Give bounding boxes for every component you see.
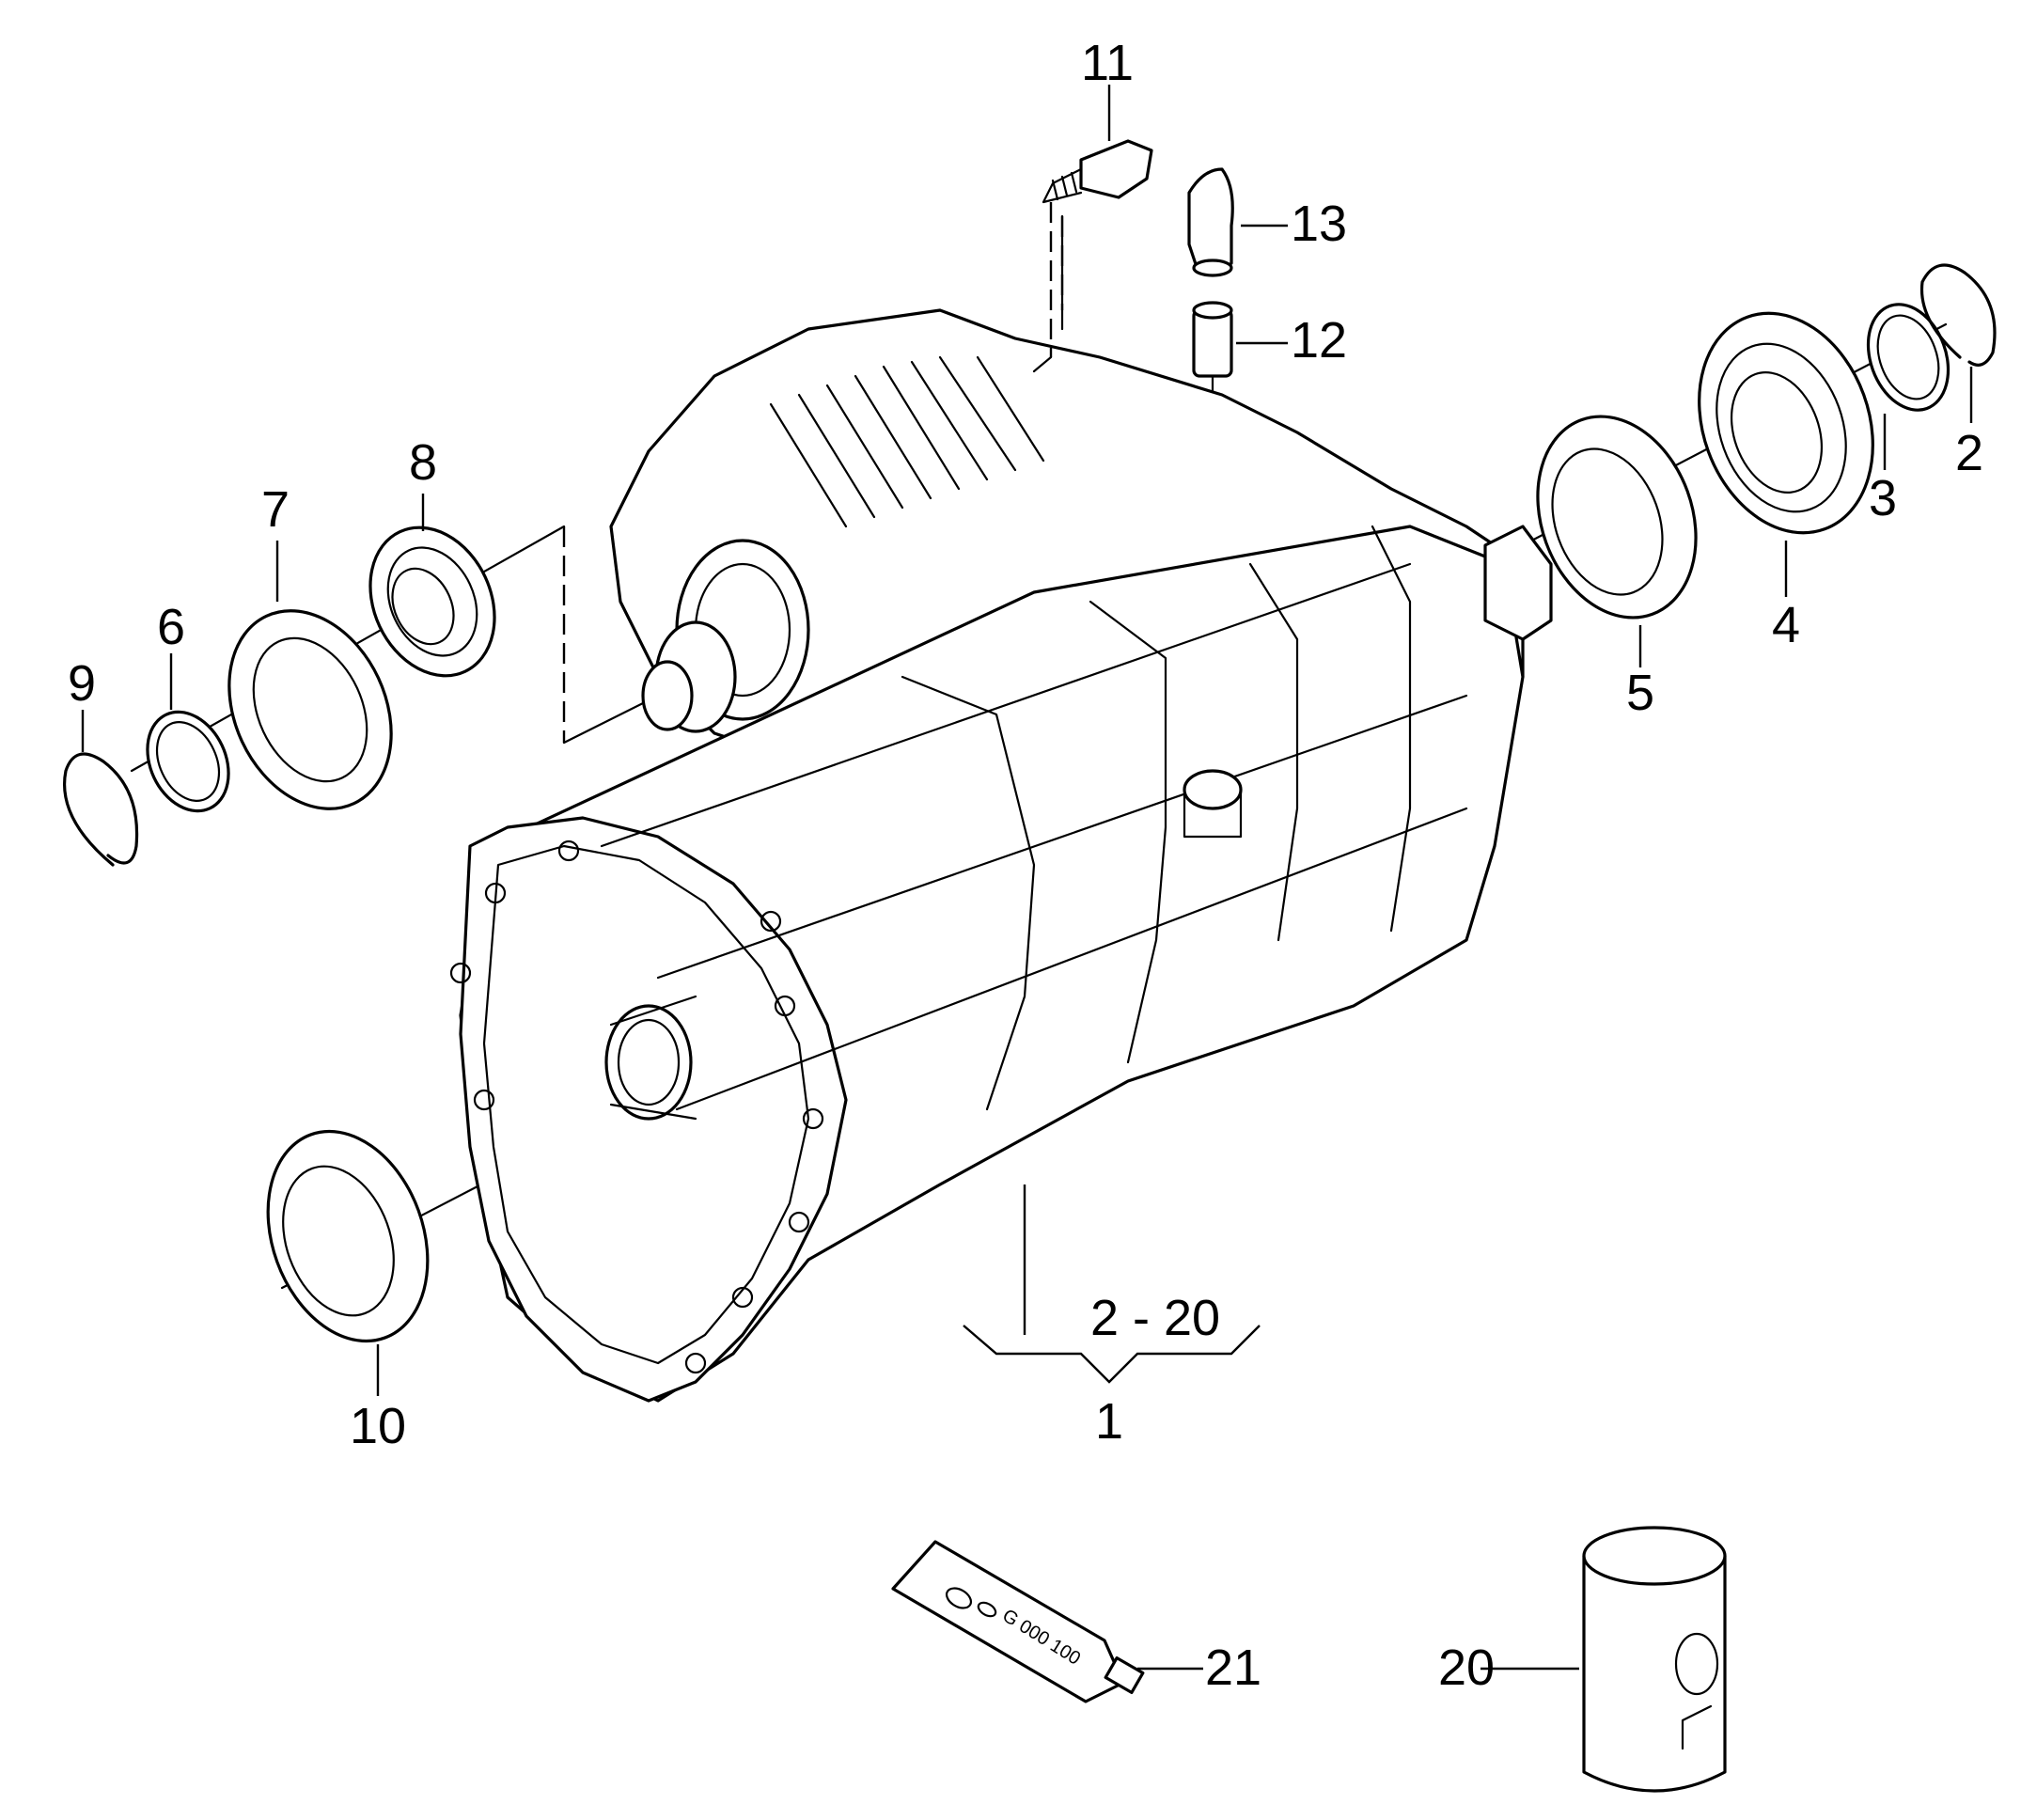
sealant-tube-21: G 000 100 (891, 1540, 1145, 1703)
circlip-2 (1919, 263, 1997, 367)
callout-3: 3 (1869, 470, 1897, 526)
callout-1: 1 (1095, 1393, 1123, 1450)
callout-11: 11 (1081, 35, 1134, 91)
callout-4: 4 (1772, 597, 1800, 653)
flange-bolt-holes (449, 839, 824, 1374)
callout-21: 21 (1205, 1640, 1261, 1696)
callout-13: 13 (1291, 196, 1347, 252)
callout-range: 2 - 20 (1090, 1290, 1220, 1346)
shim-ring-3 (1866, 303, 1950, 412)
callout-12: 12 (1291, 312, 1347, 369)
callout-leaders (81, 367, 1973, 1671)
seal-8 (368, 526, 496, 678)
seal-7 (227, 609, 393, 810)
callout-8: 8 (409, 434, 437, 491)
callout-10: 10 (350, 1398, 406, 1454)
callout-20: 20 (1438, 1640, 1495, 1696)
seal-10 (266, 1129, 430, 1343)
breather-cap-13 (1187, 167, 1234, 277)
breather-tube-12 (1192, 301, 1233, 378)
oil-can-20 (1582, 1526, 1727, 1793)
circlip-9 (63, 752, 139, 867)
callout-6: 6 (157, 599, 185, 655)
seal-4 (1698, 311, 1874, 535)
callout-9: 9 (68, 655, 96, 712)
callout-5: 5 (1626, 665, 1654, 721)
bolt-11 (1042, 139, 1153, 204)
callout-labels: 11 13 12 8 7 6 9 2 3 4 5 10 2 - 20 1 21 … (68, 35, 1983, 1696)
callout-7: 7 (261, 481, 290, 538)
transmission-housing (449, 308, 1553, 1403)
shim-ring-6 (146, 710, 230, 813)
callout-2: 2 (1955, 425, 1983, 481)
seal-5 (1536, 415, 1698, 620)
